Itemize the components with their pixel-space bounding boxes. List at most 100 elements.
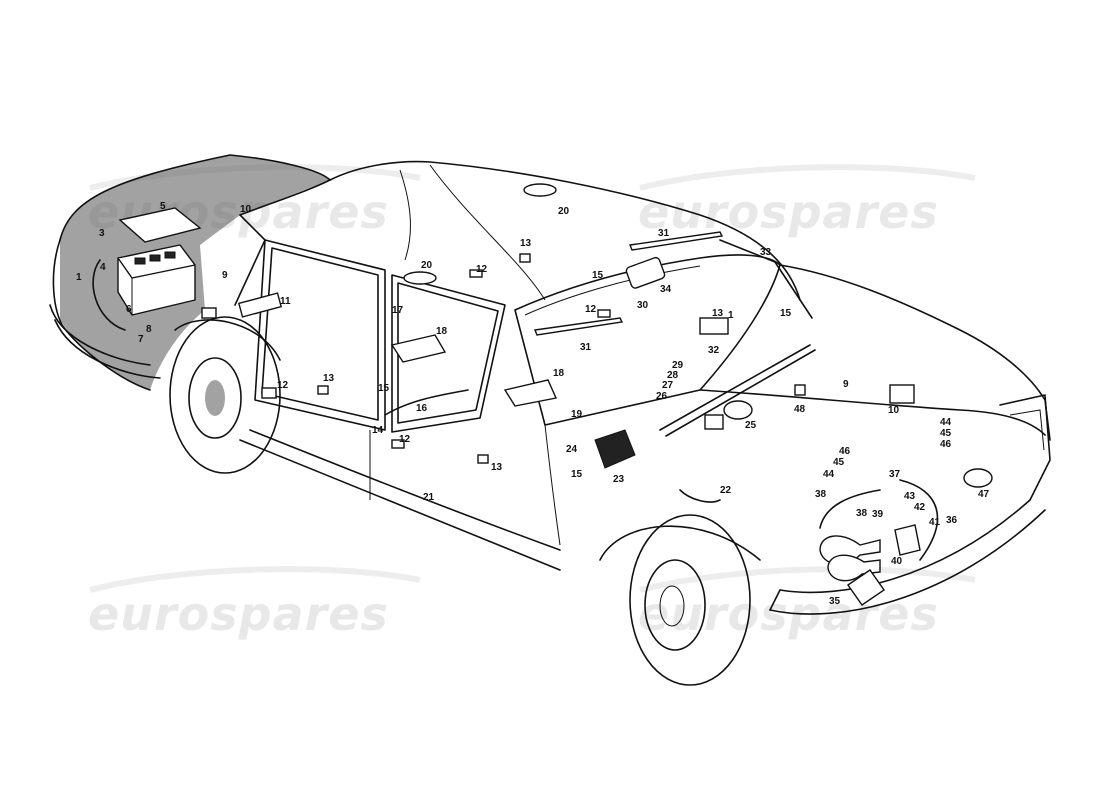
wiper-blade-upper bbox=[629, 231, 724, 251]
harness-36 bbox=[899, 479, 939, 561]
callout-14: 14 bbox=[372, 425, 384, 436]
callout-38a: 38 bbox=[815, 489, 827, 500]
callout-9b: 9 bbox=[843, 379, 849, 390]
callout-17: 17 bbox=[392, 305, 404, 316]
callout-37: 37 bbox=[889, 469, 901, 480]
connector bbox=[201, 307, 217, 319]
callout-41: 41 bbox=[929, 517, 941, 528]
callout-21: 21 bbox=[423, 492, 435, 503]
callout-31: 31 bbox=[658, 228, 670, 239]
callout-35: 35 bbox=[829, 596, 841, 607]
voltage-regulator bbox=[594, 429, 636, 469]
clip-13b bbox=[317, 385, 329, 395]
rear-view-mirror bbox=[625, 256, 666, 289]
callout-44a: 44 bbox=[940, 417, 952, 428]
switch-12d bbox=[391, 439, 405, 449]
watermark-top-right: eurospares bbox=[638, 185, 939, 239]
callout-12b: 12 bbox=[585, 304, 597, 315]
interior-lamp-rear bbox=[403, 271, 437, 285]
callout-8: 8 bbox=[146, 324, 152, 335]
watermark-bottom-left: eurospares bbox=[88, 587, 389, 641]
callout-45b: 45 bbox=[833, 457, 845, 468]
harness-16 bbox=[384, 389, 469, 416]
switch-12b bbox=[597, 309, 611, 318]
door-panel-lamp bbox=[390, 334, 447, 363]
callout-46b: 46 bbox=[839, 446, 851, 457]
callout-47: 47 bbox=[978, 489, 990, 500]
wiper-linkage bbox=[659, 344, 811, 431]
switch-12c bbox=[261, 387, 277, 399]
callout-18: 18 bbox=[436, 326, 448, 337]
callout-39: 39 bbox=[872, 509, 884, 520]
callout-15b: 15 bbox=[780, 308, 792, 319]
callout-46a: 46 bbox=[940, 439, 952, 450]
callout-22: 22 bbox=[720, 485, 732, 496]
callout-13c: 13 bbox=[323, 373, 335, 384]
callout-34: 34 bbox=[660, 284, 672, 295]
callout-45a: 45 bbox=[940, 428, 952, 439]
callout-12: 12 bbox=[476, 264, 488, 275]
door-panel-lamp-2 bbox=[503, 379, 557, 407]
callout-44b: 44 bbox=[823, 469, 835, 480]
wiper-blade-lower bbox=[534, 317, 624, 336]
callout-13b: 13 bbox=[712, 308, 724, 319]
callout-36: 36 bbox=[946, 515, 958, 526]
battery-cable bbox=[92, 259, 126, 331]
front-lamp bbox=[963, 468, 993, 488]
callout-10: 10 bbox=[240, 204, 252, 215]
callouts: 1 3 4 5 6 8 7 9 10 11 20 12 13 20 31 33 … bbox=[76, 201, 990, 607]
horn-right bbox=[827, 554, 881, 582]
callout-1b: 1 bbox=[728, 310, 734, 321]
front-wheel bbox=[629, 514, 751, 686]
callout-30: 30 bbox=[637, 300, 649, 311]
callout-33: 33 bbox=[760, 247, 772, 258]
callout-18b: 18 bbox=[553, 368, 565, 379]
connector-48 bbox=[794, 384, 806, 396]
callout-15c: 15 bbox=[378, 383, 390, 394]
horn-relay bbox=[894, 524, 921, 556]
ignition-coil bbox=[847, 569, 885, 606]
callout-10b: 10 bbox=[888, 405, 900, 416]
callout-26: 26 bbox=[656, 391, 668, 402]
rear-wheel bbox=[169, 316, 281, 474]
battery bbox=[117, 244, 196, 316]
callout-38b: 38 bbox=[856, 508, 868, 519]
callout-12d: 12 bbox=[399, 434, 411, 445]
callout-4: 4 bbox=[100, 262, 106, 273]
callout-5: 5 bbox=[160, 201, 166, 212]
callout-9: 9 bbox=[222, 270, 228, 281]
harness-38 bbox=[819, 489, 881, 529]
callout-24: 24 bbox=[566, 444, 578, 455]
callout-48: 48 bbox=[794, 404, 806, 415]
callout-7: 7 bbox=[138, 334, 144, 345]
callout-20b: 20 bbox=[421, 260, 433, 271]
callout-27: 27 bbox=[662, 380, 674, 391]
callout-16: 16 bbox=[416, 403, 428, 414]
callout-15d: 15 bbox=[571, 469, 583, 480]
switch-12a bbox=[469, 269, 483, 278]
callout-6: 6 bbox=[126, 304, 132, 315]
parts bbox=[92, 183, 993, 606]
callout-20: 20 bbox=[558, 206, 570, 217]
switch-panel-13 bbox=[699, 317, 729, 335]
callout-32: 32 bbox=[708, 345, 720, 356]
callout-13d: 13 bbox=[491, 462, 503, 473]
callout-1: 1 bbox=[76, 272, 82, 283]
wiper-arm bbox=[719, 239, 813, 319]
battery-tray bbox=[118, 207, 202, 243]
callout-29: 29 bbox=[672, 360, 684, 371]
callout-42: 42 bbox=[914, 502, 926, 513]
callout-43: 43 bbox=[904, 491, 916, 502]
watermark-bottom-right: eurospares bbox=[638, 587, 939, 641]
interior-lamp-front bbox=[523, 183, 557, 197]
callout-3: 3 bbox=[99, 228, 105, 239]
callout-40: 40 bbox=[891, 556, 903, 567]
harness-22 bbox=[679, 489, 721, 503]
side-lamp-10 bbox=[889, 384, 915, 404]
clip-13c bbox=[519, 253, 531, 263]
callout-23: 23 bbox=[613, 474, 625, 485]
callout-19: 19 bbox=[571, 409, 583, 420]
callout-28: 28 bbox=[667, 370, 679, 381]
callout-31b: 31 bbox=[580, 342, 592, 353]
